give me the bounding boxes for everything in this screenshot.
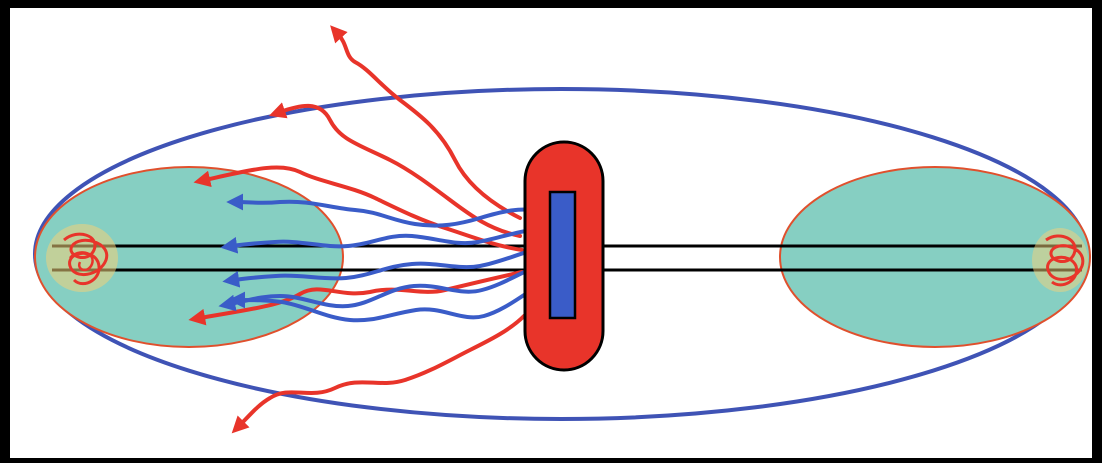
right-tangle (1032, 228, 1088, 292)
left-tangle (46, 224, 118, 292)
source-core (550, 192, 575, 318)
